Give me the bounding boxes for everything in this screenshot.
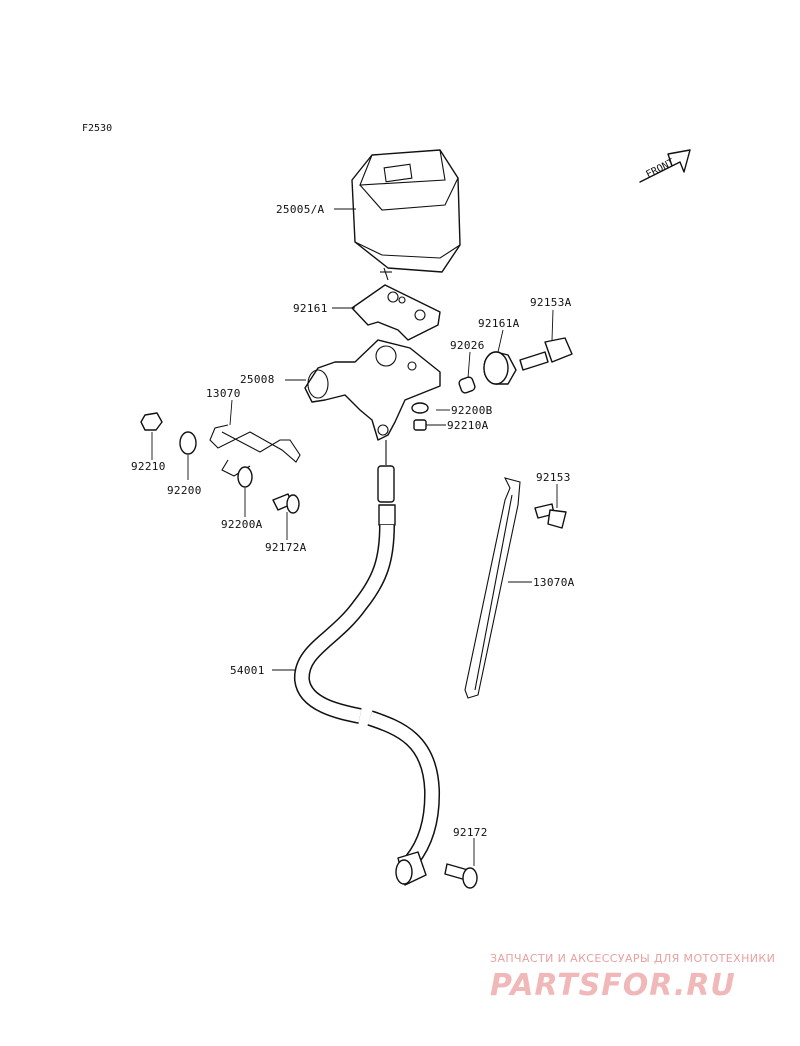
label-screw-a: 92172A (265, 541, 307, 554)
damper[interactable] (483, 351, 517, 385)
label-bracket: 25008 (240, 373, 275, 386)
watermark-tagline: ЗАПЧАСТИ И АКСЕССУАРЫ ДЛЯ МОТОТЕХНИКИ (490, 952, 775, 965)
part-labels: 25005/A 92161 92161A 92153A 92026 25008 … (131, 203, 575, 839)
speedometer-unit[interactable] (351, 149, 461, 281)
nut-a[interactable] (413, 419, 427, 431)
clamp-wire[interactable] (209, 424, 301, 477)
nut[interactable] (140, 412, 163, 431)
label-damper: 92161A (478, 317, 520, 330)
label-screw: 92172 (453, 826, 488, 839)
screw-a[interactable] (272, 493, 300, 514)
label-collar: 92026 (450, 339, 485, 352)
collar[interactable] (458, 376, 476, 394)
clamp-a[interactable] (464, 477, 521, 699)
bolt[interactable] (534, 503, 567, 529)
label-bolt: 92153 (536, 471, 571, 484)
screw[interactable] (444, 863, 478, 889)
rubber-plate[interactable] (351, 284, 441, 341)
label-nut-a: 92210A (447, 419, 489, 432)
washer-b[interactable] (411, 402, 429, 414)
label-clamp: 13070 (206, 387, 241, 400)
washer[interactable] (179, 431, 197, 455)
label-cable: 54001 (230, 664, 265, 677)
label-clamp-a: 13070A (533, 576, 575, 589)
bolt-a[interactable] (519, 337, 573, 371)
washer-a[interactable] (237, 466, 253, 488)
bracket[interactable] (304, 339, 441, 441)
label-rubber-plate: 92161 (293, 302, 328, 315)
front-label: FRONT (644, 157, 676, 180)
watermark-brand: PARTSFOR.RU (490, 968, 736, 1003)
label-washer-b: 92200B (451, 404, 493, 417)
speedometer-cable[interactable] (294, 440, 441, 886)
front-arrow: FRONT (639, 149, 691, 183)
label-nut: 92210 (131, 460, 166, 473)
figure-code: F2530 (82, 123, 112, 134)
watermark: ЗАПЧАСТИ И АКСЕССУАРЫ ДЛЯ МОТОТЕХНИКИ PA… (490, 952, 775, 1003)
label-speedometer: 25005/A (276, 203, 325, 216)
label-washer: 92200 (167, 484, 202, 497)
leader-lines (151, 208, 558, 866)
label-washer-a: 92200A (221, 518, 263, 531)
label-bolt-a: 92153A (530, 296, 572, 309)
